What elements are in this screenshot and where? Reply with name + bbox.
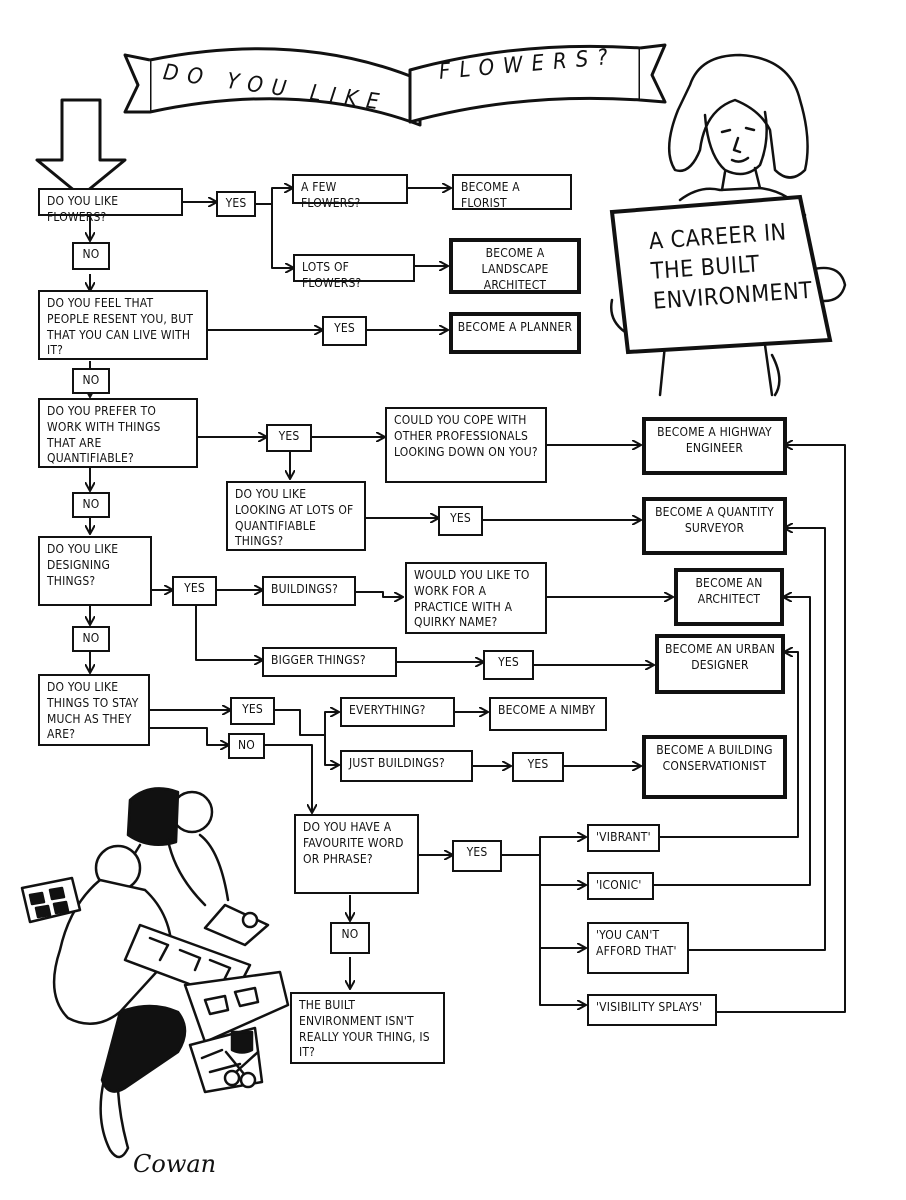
start-arrow-icon <box>35 98 127 198</box>
people-illustration <box>20 787 290 1159</box>
outcome-not-your-thing: THE BUILT ENVIRONMENT ISN'T REALLY YOUR … <box>290 992 445 1064</box>
question-designing: DO YOU LIKE DESIGNING THINGS? <box>38 536 152 606</box>
question-just-buildings: JUST BUILDINGS? <box>340 750 473 782</box>
outcome-nimby: BECOME A NIMBY <box>489 697 607 731</box>
answer-yes-resent: YES <box>322 316 367 346</box>
question-cope: COULD YOU COPE WITH OTHER PROFESSIONALS … <box>385 407 547 483</box>
sign-text: A CAREER IN THE BUILT ENVIRONMENT <box>648 217 813 318</box>
question-lots-flowers: LOTS OF FLOWERS? <box>293 254 415 290</box>
question-resent: DO YOU FEEL THAT PEOPLE RESENT YOU, BUT … <box>38 290 208 360</box>
answer-no-quantifiable: NO <box>72 492 110 518</box>
phrase-iconic: 'ICONIC' <box>587 872 654 900</box>
outcome-planner: BECOME A PLANNER <box>449 312 581 354</box>
outcome-florist: BECOME A FLORIST <box>452 174 572 210</box>
question-bigger: BIGGER THINGS? <box>262 647 397 677</box>
question-flowers: DO YOU LIKE FLOWERS? <box>38 188 183 224</box>
question-everything: EVERYTHING? <box>340 697 455 727</box>
question-quantifiable: DO YOU PREFER TO WORK WITH THINGS THAT A… <box>38 398 198 468</box>
outcome-quantity-surveyor: BECOME A QUANTITY SURVEYOR <box>642 497 787 555</box>
answer-no-flowers: NO <box>72 242 110 270</box>
answer-yes-lots-quantifiable: YES <box>438 506 483 536</box>
phrase-visibility-splays: 'VISIBILITY SPLAYS' <box>587 994 717 1026</box>
answer-yes-favourite: YES <box>452 840 502 872</box>
outcome-landscape-architect: BECOME A LANDSCAPE ARCHITECT <box>449 238 581 294</box>
question-lots-quantifiable: DO YOU LIKE LOOKING AT LOTS OF QUANTIFIA… <box>226 481 366 551</box>
outcome-architect: BECOME AN ARCHITECT <box>674 568 784 626</box>
answer-no-resent: NO <box>72 368 110 394</box>
answer-yes-stay: YES <box>230 697 275 725</box>
career-sign <box>609 194 833 355</box>
question-few-flowers: A FEW FLOWERS? <box>292 174 408 210</box>
answer-yes-designing: YES <box>172 576 217 606</box>
outcome-building-conservationist: BECOME A BUILDING CONSERVATIONIST <box>642 735 787 799</box>
answer-yes-flowers: YES <box>216 191 256 217</box>
answer-yes-just-buildings: YES <box>512 752 564 782</box>
answer-no-favourite: NO <box>330 922 370 954</box>
outcome-urban-designer: BECOME AN URBAN DESIGNER <box>655 634 785 694</box>
answer-no-stay: NO <box>228 733 265 759</box>
artist-signature: Cowan <box>133 1150 217 1178</box>
flow-connectors <box>90 188 846 1013</box>
woman-illustration <box>610 53 847 397</box>
question-stay: DO YOU LIKE THINGS TO STAY MUCH AS THEY … <box>38 674 150 746</box>
answer-yes-bigger: YES <box>483 650 534 680</box>
answer-yes-quantifiable: YES <box>266 424 312 452</box>
answer-no-designing: NO <box>72 626 110 652</box>
question-buildings: BUILDINGS? <box>262 576 356 606</box>
phrase-vibrant: 'VIBRANT' <box>587 824 660 852</box>
question-quirky: WOULD YOU LIKE TO WORK FOR A PRACTICE WI… <box>405 562 547 634</box>
phrase-afford: 'YOU CAN'T AFFORD THAT' <box>587 922 689 974</box>
title-ribbon <box>123 43 667 127</box>
question-favourite: DO YOU HAVE A FAVOURITE WORD OR PHRASE? <box>294 814 419 894</box>
outcome-highway-engineer: BECOME A HIGHWAY ENGINEER <box>642 417 787 475</box>
